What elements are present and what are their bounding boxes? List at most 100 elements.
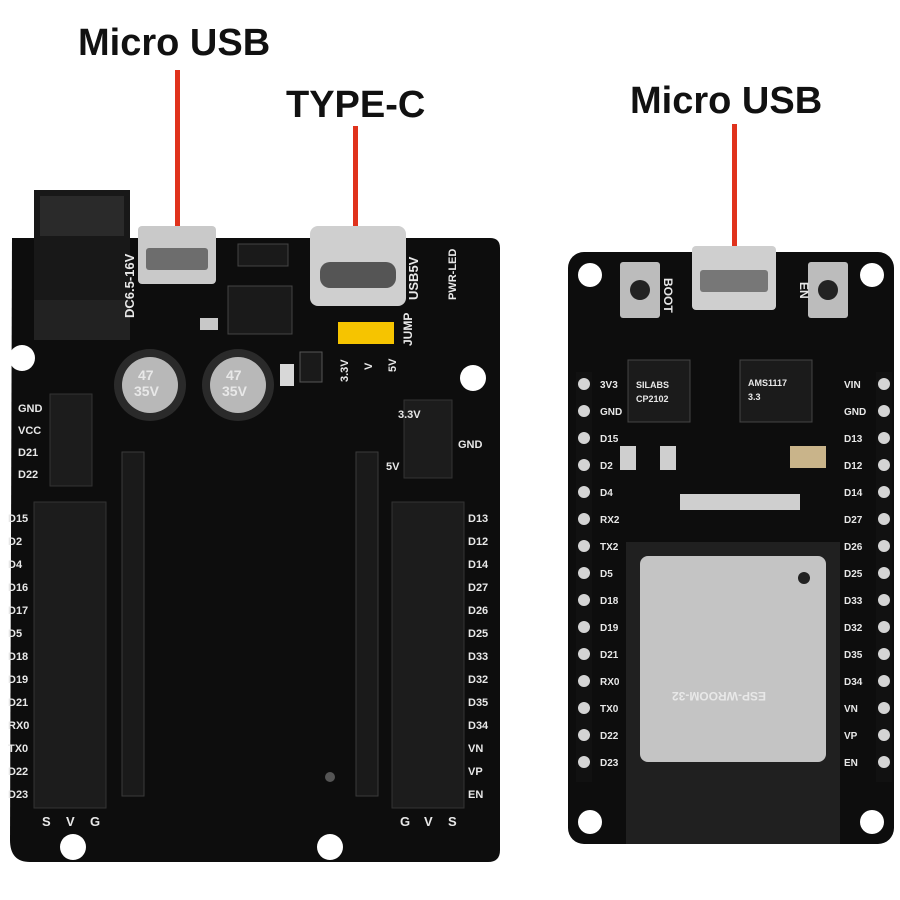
svg-text:D14: D14 bbox=[468, 559, 489, 571]
label-3v3: 3.3V bbox=[339, 359, 351, 382]
svg-text:GND: GND bbox=[600, 407, 622, 418]
svg-text:D27: D27 bbox=[468, 582, 488, 594]
svg-text:EN: EN bbox=[468, 789, 483, 801]
mounting-hole bbox=[578, 263, 602, 287]
svg-text:D34: D34 bbox=[844, 677, 863, 688]
svg-text:D32: D32 bbox=[468, 674, 488, 686]
pin-block-left bbox=[33, 501, 107, 809]
svg-text:D18: D18 bbox=[600, 596, 619, 607]
label-3v3-top: 3.3V bbox=[398, 409, 421, 421]
label-usb5v: USB5V bbox=[406, 256, 421, 300]
svg-text:D15: D15 bbox=[600, 434, 619, 445]
svg-text:D21: D21 bbox=[600, 650, 619, 661]
svg-text:D33: D33 bbox=[844, 596, 863, 607]
svg-text:D13: D13 bbox=[468, 513, 488, 525]
svg-text:G: G bbox=[400, 814, 410, 829]
svg-text:TX2: TX2 bbox=[600, 542, 619, 553]
svg-text:D21: D21 bbox=[18, 447, 38, 459]
svg-text:D18: D18 bbox=[8, 651, 28, 663]
module-label: ESP-WROOM-32 bbox=[672, 689, 766, 703]
svg-text:D5: D5 bbox=[8, 628, 22, 640]
svg-text:D14: D14 bbox=[844, 488, 863, 499]
svg-text:D21: D21 bbox=[8, 697, 28, 709]
svg-text:S: S bbox=[448, 814, 457, 829]
mounting-hole bbox=[317, 834, 343, 860]
esp32-right-pin-labels: VIN GND D13 D12 D14 D27 D26 D25 D33 D32 … bbox=[844, 380, 866, 769]
mounting-hole bbox=[9, 345, 35, 371]
cap-label-value: 47 bbox=[138, 367, 154, 383]
label-5v-top: 5V bbox=[386, 461, 400, 473]
label-v: V bbox=[363, 362, 375, 370]
svg-text:D34: D34 bbox=[468, 720, 489, 732]
svg-text:3V3: 3V3 bbox=[600, 380, 618, 391]
mounting-hole bbox=[578, 810, 602, 834]
module-shield bbox=[640, 556, 826, 762]
label-en: EN bbox=[797, 282, 811, 299]
svg-text:D32: D32 bbox=[844, 623, 863, 634]
svg-text:G: G bbox=[90, 814, 100, 829]
svg-text:D4: D4 bbox=[600, 488, 613, 499]
svg-text:D23: D23 bbox=[600, 758, 619, 769]
svg-text:D35: D35 bbox=[844, 650, 863, 661]
svg-text:D4: D4 bbox=[8, 559, 23, 571]
label-pwr-led: PWR-LED bbox=[447, 249, 459, 300]
ams1117-regulator bbox=[739, 359, 813, 423]
svg-text:D15: D15 bbox=[8, 513, 28, 525]
svg-text:3.3: 3.3 bbox=[748, 392, 761, 402]
svg-text:D2: D2 bbox=[8, 536, 22, 548]
svg-text:RX0: RX0 bbox=[600, 677, 620, 688]
svg-text:GND: GND bbox=[844, 407, 866, 418]
svg-text:D27: D27 bbox=[844, 515, 863, 526]
expansion-right-pin-labels: D13 D12 D14 D27 D26 D25 D33 D32 D35 D34 … bbox=[468, 513, 489, 801]
svg-text:D5: D5 bbox=[600, 569, 613, 580]
cap-label-voltage-2: 35V bbox=[222, 383, 248, 399]
svg-text:D12: D12 bbox=[468, 536, 488, 548]
svg-text:RX0: RX0 bbox=[8, 720, 29, 732]
svg-text:D22: D22 bbox=[8, 766, 28, 778]
svg-text:D26: D26 bbox=[844, 542, 863, 553]
arrow-type-c bbox=[353, 126, 358, 266]
mounting-hole bbox=[60, 834, 86, 860]
svg-text:D16: D16 bbox=[8, 582, 28, 594]
svg-text:D17: D17 bbox=[8, 605, 28, 617]
svg-text:V: V bbox=[66, 814, 75, 829]
svg-text:CP2102: CP2102 bbox=[636, 394, 669, 404]
callout-left-micro-usb: Micro USB bbox=[78, 22, 271, 64]
svg-text:VN: VN bbox=[468, 743, 483, 755]
svg-text:AMS1117: AMS1117 bbox=[748, 378, 787, 388]
arrow-left-micro-usb bbox=[175, 70, 180, 270]
mounting-hole bbox=[460, 365, 486, 391]
pin-block-right bbox=[391, 501, 465, 809]
label-jump: JUMP bbox=[401, 313, 415, 346]
cap-label-value-2: 47 bbox=[226, 367, 242, 383]
cp2102-chip bbox=[627, 359, 691, 423]
svg-text:D22: D22 bbox=[600, 731, 619, 742]
svg-text:D19: D19 bbox=[600, 623, 619, 634]
svg-text:SILABS: SILABS bbox=[636, 380, 669, 390]
svg-text:TX0: TX0 bbox=[8, 743, 28, 755]
svg-text:D2: D2 bbox=[600, 461, 613, 472]
label-gnd-top: GND bbox=[458, 439, 483, 451]
mounting-hole bbox=[860, 810, 884, 834]
svg-text:VIN: VIN bbox=[844, 380, 861, 391]
esp32-board: BOOT EN SILABS CP2102 AMS1117 3.3 ESP-WR… bbox=[568, 246, 894, 844]
power-pin-labels: GND VCC D21 D22 bbox=[18, 403, 43, 481]
svg-text:D26: D26 bbox=[468, 605, 488, 617]
svg-text:D19: D19 bbox=[8, 674, 28, 686]
svg-text:D35: D35 bbox=[468, 697, 488, 709]
arrow-right-micro-usb bbox=[732, 124, 737, 280]
label-dc-input: DC6.5-16V bbox=[122, 253, 137, 318]
svg-text:D22: D22 bbox=[18, 469, 38, 481]
svg-text:GND: GND bbox=[18, 403, 43, 415]
svg-text:VP: VP bbox=[468, 766, 483, 778]
svg-text:D23: D23 bbox=[8, 789, 28, 801]
jumper bbox=[338, 322, 394, 344]
svg-text:TX0: TX0 bbox=[600, 704, 619, 715]
female-header-right bbox=[355, 451, 379, 797]
female-header-left bbox=[121, 451, 145, 797]
esp32-left-pin-labels: 3V3 GND D15 D2 D4 RX2 TX2 D5 D18 D19 D21… bbox=[600, 380, 622, 769]
expansion-column-labels: S V G G V S bbox=[42, 814, 457, 829]
label-boot: BOOT bbox=[661, 278, 675, 313]
svg-text:VP: VP bbox=[844, 731, 858, 742]
